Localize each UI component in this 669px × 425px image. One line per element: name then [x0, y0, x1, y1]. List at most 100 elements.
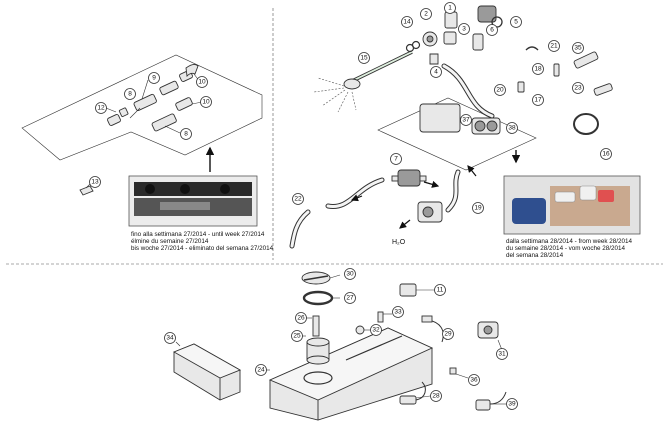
callout-5: 5	[510, 16, 522, 28]
svg-text:7: 7	[394, 156, 398, 163]
caption-right-line-2: du semaine 28/2014 - vom woche 28/2014	[506, 245, 626, 252]
svg-text:24: 24	[257, 367, 265, 374]
svg-text:23: 23	[574, 85, 582, 92]
svg-text:22: 22	[294, 196, 302, 203]
callout-34: 34	[164, 332, 176, 344]
straight-connector-12	[107, 114, 121, 126]
svg-text:6: 6	[490, 27, 494, 34]
callout-8a: 8	[124, 88, 136, 100]
callout-10b: 10	[200, 96, 212, 108]
old-fittings-outline	[21, 54, 263, 161]
valve-11	[399, 283, 417, 297]
fitting-17	[517, 81, 525, 93]
clamp-ring-16	[573, 113, 599, 135]
svg-text:34: 34	[166, 335, 174, 342]
callout-11: 11	[434, 284, 446, 296]
caption-left-line-2: élmine du semaine 27/2014	[131, 238, 209, 245]
svg-text:35: 35	[574, 45, 582, 52]
fitting-35	[573, 51, 599, 69]
callout-35: 35	[572, 42, 584, 54]
svg-text:39: 39	[508, 401, 516, 408]
caption-right-line-3: del semana 28/2014	[506, 252, 564, 259]
elbow-fitting-10b	[175, 97, 193, 111]
callout-16: 16	[600, 148, 612, 160]
h2o-label: H₂O	[392, 239, 406, 246]
callout-37: 37	[460, 114, 472, 126]
fitting-23	[593, 83, 613, 96]
callout-15: 15	[358, 52, 370, 64]
o-ring-14b	[411, 40, 421, 50]
callout-10a: 10	[196, 76, 208, 88]
callout-32: 32	[370, 324, 382, 336]
gasket-27	[302, 290, 334, 306]
callout-2: 2	[420, 8, 432, 20]
svg-text:28: 28	[432, 393, 440, 400]
callout-18: 18	[532, 63, 544, 75]
caption-left-line-3: bis woche 27/2014 - eliminato del semana…	[131, 245, 274, 252]
callout-38: 38	[506, 122, 518, 134]
tube-fitting-9	[159, 80, 179, 96]
svg-text:32: 32	[372, 327, 380, 334]
callout-19: 19	[472, 202, 484, 214]
callout-4: 4	[430, 66, 442, 78]
callout-30: 30	[344, 268, 356, 280]
callout-22: 22	[292, 193, 304, 205]
svg-text:5: 5	[514, 19, 518, 26]
svg-text:16: 16	[602, 151, 610, 158]
svg-text:37: 37	[462, 117, 470, 124]
svg-text:27: 27	[346, 295, 354, 302]
svg-text:26: 26	[297, 315, 305, 322]
callout-31: 31	[496, 348, 508, 360]
svg-text:12: 12	[97, 105, 105, 112]
callout-12: 12	[95, 102, 107, 114]
callout-26: 26	[295, 312, 307, 324]
callout-36: 36	[468, 374, 480, 386]
callout-33: 33	[392, 306, 404, 318]
plug-32	[355, 325, 365, 335]
top-right-group: H₂O dalla settimana 28/2014 - from week …	[289, 5, 641, 259]
solenoid-valve-7	[397, 169, 421, 187]
callout-14: 14	[401, 16, 413, 28]
fitting-33	[377, 311, 384, 323]
svg-text:38: 38	[508, 125, 516, 132]
svg-text:30: 30	[346, 271, 354, 278]
tank-group	[172, 271, 507, 421]
fitting-36	[449, 367, 457, 375]
callout-25: 25	[291, 330, 303, 342]
svg-text:1: 1	[448, 5, 452, 12]
svg-text:17: 17	[534, 97, 542, 104]
caption-left-line-1: fino alla settimana 27/2014 - until week…	[131, 231, 265, 238]
caption-right-line-1: dalla settimana 28/2014 - from week 28/2…	[506, 238, 633, 245]
clip-21	[525, 46, 539, 51]
svg-text:10: 10	[202, 99, 210, 106]
pump-bracket-37	[419, 103, 461, 133]
callout-27: 27	[344, 292, 356, 304]
svg-text:11: 11	[437, 287, 444, 294]
sensor-cable-29	[427, 319, 444, 343]
svg-text:19: 19	[474, 205, 482, 212]
callout-23: 23	[572, 82, 584, 94]
connector-nut-12	[118, 107, 129, 118]
callout-6: 6	[486, 24, 498, 36]
sensor-28	[399, 395, 417, 405]
tube-fitting-8b	[151, 113, 177, 132]
svg-text:2: 2	[424, 11, 428, 18]
svg-text:15: 15	[360, 55, 368, 62]
old-assembly-photo	[128, 175, 258, 227]
callout-bubbles: 1 2 3 4 5 6 7 8 8 9 10 10 11 12 13 14 15…	[89, 2, 612, 410]
fitting-6	[472, 33, 484, 51]
spray-head	[343, 78, 361, 90]
svg-text:13: 13	[91, 179, 99, 186]
callout-7: 7	[390, 153, 402, 165]
svg-text:14: 14	[403, 19, 411, 26]
callout-13: 13	[89, 176, 101, 188]
cap-3	[443, 31, 457, 45]
callout-17: 17	[532, 94, 544, 106]
svg-text:3: 3	[462, 26, 466, 33]
spray-lines	[313, 77, 357, 113]
callout-29: 29	[442, 328, 454, 340]
sensor-39	[475, 399, 491, 411]
svg-text:25: 25	[293, 333, 301, 340]
svg-text:18: 18	[534, 66, 542, 73]
